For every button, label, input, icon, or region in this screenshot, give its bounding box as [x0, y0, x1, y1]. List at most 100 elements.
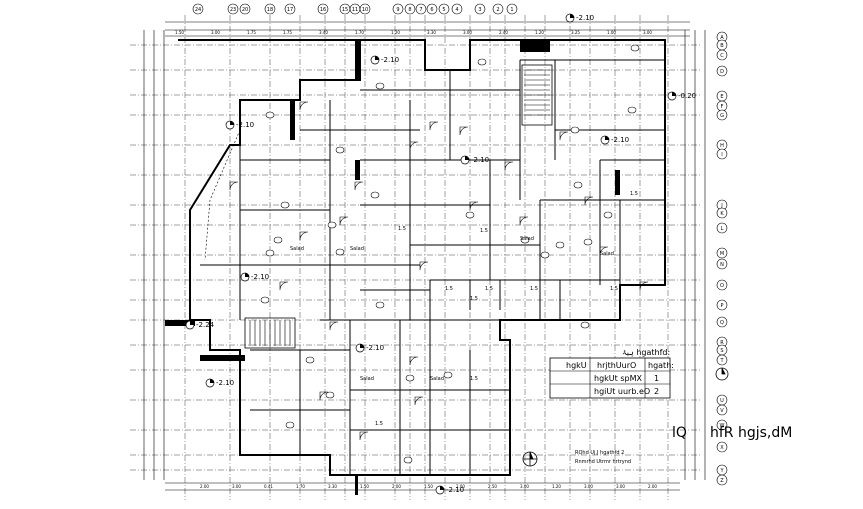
- fixture: [405, 374, 415, 382]
- room-area: 1.5: [610, 286, 618, 292]
- fixture: [280, 201, 290, 209]
- grid-bubble-label: X: [720, 445, 724, 451]
- north-arrow-symbol-right: [715, 367, 729, 381]
- level-marker: -2.10: [240, 272, 269, 282]
- legend-row-2-name: hgiUt uurb.eO: [594, 387, 650, 396]
- grid-bubble: [404, 3, 416, 15]
- plumbing-fixtures: [260, 44, 640, 464]
- dimension-text: 3.00: [232, 484, 241, 489]
- grid-bubble: [239, 3, 251, 15]
- door-swing: [519, 216, 529, 226]
- grid-bubble: [359, 3, 371, 15]
- caption-prefix: lQ: [672, 425, 687, 441]
- grid-bubble-label: N: [720, 262, 724, 268]
- grid-bubble-label: A: [720, 35, 724, 41]
- fixture: [570, 126, 580, 134]
- grid-bubble: [227, 3, 239, 15]
- door-swings: [229, 101, 649, 441]
- room-area: 1.5: [470, 296, 478, 302]
- level-marker: -2.10: [370, 55, 399, 65]
- fixture: [583, 238, 593, 246]
- grid-bubble: [716, 207, 728, 219]
- door-swing: [329, 321, 339, 331]
- grid-bubble-label: D: [720, 69, 724, 75]
- fixture: [630, 44, 640, 52]
- grid-bubble-label: J: [720, 203, 722, 209]
- legend-header-right: hgath:: [648, 361, 674, 370]
- room-area: 1.5: [630, 191, 638, 197]
- title-line-1: RQhd Uj.J hgathfd 2: [575, 450, 624, 456]
- grid-bubble-label: 5: [442, 7, 445, 13]
- grid-bubble: [716, 222, 728, 234]
- door-swing: [504, 161, 514, 171]
- level-label: -2.10: [366, 344, 384, 352]
- fixture: [627, 106, 637, 114]
- level-marker: -2.10: [460, 155, 489, 165]
- room-area: 1.5: [375, 421, 383, 427]
- grid-bubble: [284, 3, 296, 15]
- grid-bubble: [716, 258, 728, 270]
- door-swing: [359, 431, 369, 441]
- door-swing: [229, 181, 239, 191]
- grid-bubble: [451, 3, 463, 15]
- grid-bubble: [716, 148, 728, 160]
- grid-bubble: [716, 65, 728, 77]
- dimension-text: 2.00: [648, 484, 657, 489]
- level-label: -2.10: [446, 486, 464, 494]
- exterior-walls: [178, 39, 666, 476]
- fixture: [370, 191, 380, 199]
- room-label: Salad: [520, 236, 534, 242]
- fixture: [335, 146, 345, 154]
- level-marker: -2.10: [600, 135, 629, 145]
- level-label: -2.10: [251, 273, 269, 281]
- grid-bubble-label: S: [720, 348, 723, 354]
- grid-bubble-label: U: [720, 398, 724, 404]
- dimension-text: 3.30: [427, 30, 436, 35]
- structural-grid: [130, 15, 700, 500]
- grid-bubble-label: 1: [510, 7, 513, 13]
- grid-bubble-label: E: [720, 94, 723, 100]
- grid-bubble: [716, 247, 728, 259]
- grid-bubble: [716, 354, 728, 366]
- grid-bubble: [716, 279, 728, 291]
- legend-header-mid: hrjthUurO: [597, 361, 636, 370]
- stair-top: [521, 64, 553, 126]
- fixture: [375, 301, 385, 309]
- grid-bubble: [317, 3, 329, 15]
- grid-bubble: [716, 316, 728, 328]
- dimension-text: 3.00: [616, 484, 625, 489]
- grid-bubble-label: 4: [455, 7, 458, 13]
- level-label: -2.10: [381, 56, 399, 64]
- dimension-text: 1.50: [424, 484, 433, 489]
- fixture: [265, 111, 275, 119]
- level-marker: -2.24: [185, 320, 215, 330]
- title-line-2: Rnmrhd Utrmr hrtrynd: [575, 459, 631, 465]
- fixture: [325, 391, 335, 399]
- grid-bubble-label: L: [721, 226, 724, 232]
- dimension-text: 3.00: [463, 30, 472, 35]
- level-marker: -2.10: [205, 378, 234, 388]
- fixture: [273, 236, 283, 244]
- grid-bubble-label: F: [721, 104, 724, 110]
- room-area: 1.5: [480, 228, 488, 234]
- level-label: -2.10: [216, 379, 234, 387]
- grid-bubble: [716, 404, 728, 416]
- grid-bubble-label: W: [720, 423, 725, 429]
- level-markers: -2.10 -2.10 -2.10 -2.10 -2.10 -2.10 -2.24 -2.10…: [185, 13, 696, 495]
- fixture: [573, 181, 583, 189]
- grid-bubble-label: 7: [419, 7, 422, 13]
- fixture: [477, 58, 487, 66]
- door-swing: [584, 196, 594, 206]
- grid-bubble-label: O: [720, 283, 724, 289]
- level-label: -2.10: [471, 156, 489, 164]
- grid-bubble-label: K: [720, 211, 724, 217]
- dimension-text: 3.25: [571, 30, 580, 35]
- room-label: Salad: [360, 376, 374, 382]
- dimension-text: 1.75: [283, 30, 292, 35]
- grid-bubble: [264, 3, 276, 15]
- fixture: [555, 241, 565, 249]
- dimension-text: 3.40: [319, 30, 328, 35]
